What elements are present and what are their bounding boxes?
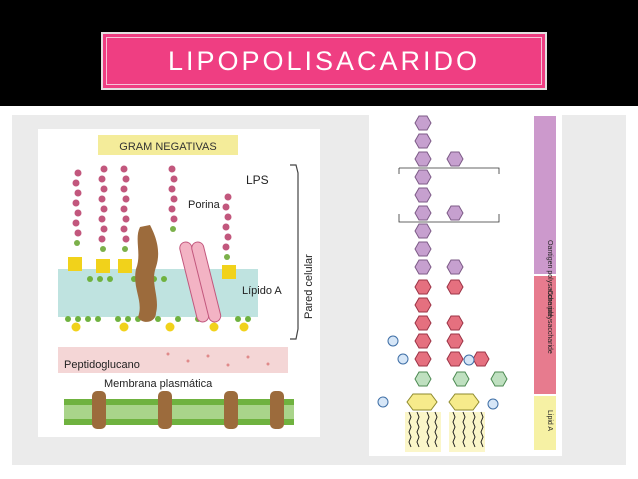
lps-structure-figure: Oantigen polysaccharide Core polysacchar…: [369, 110, 562, 456]
peptidoglycan-layer: [58, 347, 288, 373]
lipid-a-label: Lipid A: [546, 410, 553, 431]
lipid-a-core: [405, 393, 485, 452]
lps-chain: [168, 165, 178, 223]
membrane-proteins: [92, 391, 284, 429]
gram-header-box: [98, 135, 238, 155]
lps-chain: [222, 193, 232, 251]
lps-chain: [98, 165, 108, 243]
lps-chains: [72, 165, 232, 260]
gram-header-label: GRAM NEGATIVAS: [119, 141, 216, 153]
title-box: LIPOPOLISACARIDO: [101, 32, 547, 90]
phosphate-groups: [377, 335, 499, 410]
gram-negative-figure: GRAM NEGATIVAS: [38, 129, 320, 437]
pared-celular-label: Pared celular: [303, 254, 315, 319]
porina-label: Porina: [188, 199, 221, 211]
lipid-a-band: [534, 396, 556, 450]
slide-title: LIPOPOLISACARIDO: [167, 45, 481, 76]
core-label: Core polysaccharide: [546, 290, 553, 354]
core-band: [534, 276, 556, 394]
gram-negative-diagram: GRAM NEGATIVAS: [38, 129, 320, 437]
peptidoglucano-label: Peptidoglucano: [64, 359, 140, 371]
title-inner-border: LIPOPOLISACARIDO: [106, 37, 542, 85]
o-antigen-band: [534, 116, 556, 274]
porina-barrel: [179, 241, 222, 323]
lps-chain: [72, 169, 82, 237]
kdo-sugars: [414, 371, 508, 387]
porin-protein: [135, 225, 159, 322]
core-sugars: [414, 279, 490, 367]
o-antigen-sugars: [414, 115, 464, 275]
fatty-acid-chains: [408, 411, 484, 448]
lipid-a-anchors: [68, 257, 236, 279]
o-antigen-label: Oantigen polysaccharide: [546, 240, 553, 317]
lps-label: LPS: [246, 173, 269, 187]
lps-chain: [120, 165, 130, 243]
pared-bracket: [290, 164, 299, 340]
membrana-label: Membrana plasmática: [104, 378, 213, 390]
lipido-a-label: Lípido A: [242, 285, 282, 297]
lps-structure-diagram: Oantigen polysaccharide Core polysacchar…: [369, 110, 562, 456]
